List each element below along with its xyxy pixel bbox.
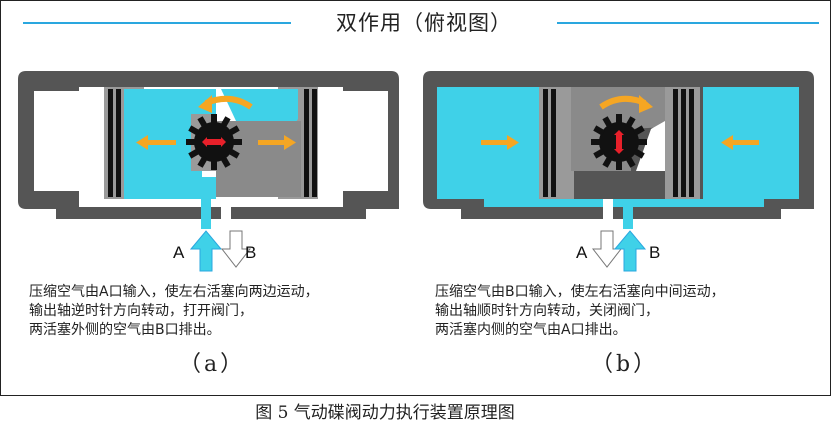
description-line: 两活塞外侧的空气由B口排出。 [29,322,221,338]
end-cap-right [343,91,388,191]
description-line: 输出轴逆时针方向转动，打开阀门， [29,303,253,319]
port-b-arrow-in [613,230,647,272]
port-b-arrow-out [220,230,252,268]
description-a: 压缩空气由A口输入，使左右活塞向两边运动， 输出轴逆时针方向转动，打开阀门， 两… [29,283,424,340]
description-line: 压缩空气由B口输入，使左右活塞向中间运动， [435,284,725,300]
air-channel-cyan [201,199,211,229]
port-a-label-b: A [576,243,588,262]
outer-chamber-left [79,87,104,199]
description-line: 两活塞内侧的空气由A口排出。 [435,322,627,338]
pinion-gear [186,114,242,170]
port-a-arrow-in [189,230,223,272]
description-b: 压缩空气由B口输入，使左右活塞向中间运动， 输出轴顺时针方向转动，关闭阀门， 两… [435,283,830,340]
pinion-gear [591,114,647,170]
port-b-label-b: B [649,243,661,262]
actuator-diagram-a [18,71,399,272]
port-a-label-a: A [173,243,185,262]
header-rule-right [557,22,819,24]
subfigure-label-a: （a） [179,352,246,377]
actuator-diagram-b [423,71,814,272]
description-line: 压缩空气由A口输入，使左右活塞向两边运动， [29,284,319,300]
port-a-arrow-out [591,230,623,268]
figure-frame: 双作用（俯视图） [0,0,831,396]
figure-caption: 图 5 气动碟阀动力执行装置原理图 [255,403,515,423]
shaft-marker [616,133,622,151]
port-b-label-a: B [245,243,257,262]
header-rule-left [23,22,291,24]
subfigure-label-b: （b） [591,352,659,377]
description-line: 输出轴顺时针方向转动，关闭阀门， [435,303,659,319]
shaft-marker [205,139,223,145]
end-cap-left [34,91,79,191]
outer-chamber-right [316,87,343,199]
header-title: 双作用（俯视图） [336,11,512,35]
